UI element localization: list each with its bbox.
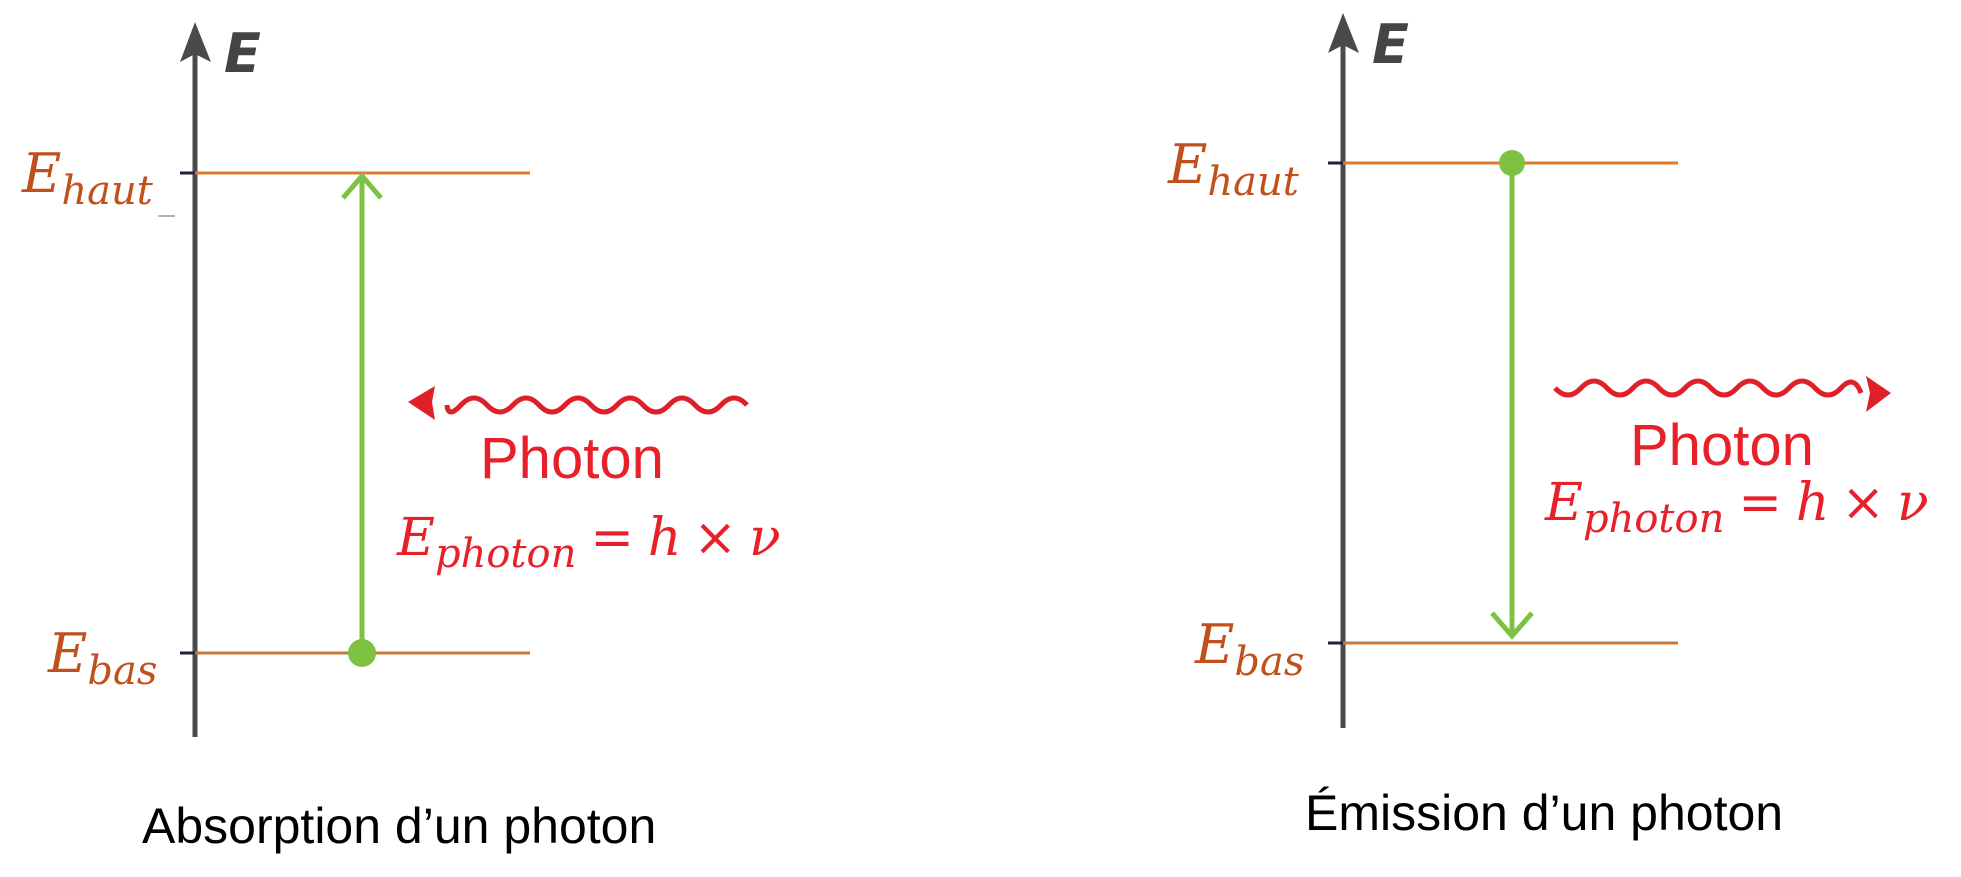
- axis-label: E: [1372, 13, 1409, 76]
- axis-arrow-icon: [180, 22, 211, 62]
- electron-dot: [1499, 150, 1525, 176]
- wavy-arrow-icon: [1553, 378, 1864, 398]
- arrow-down-icon: [1490, 611, 1534, 640]
- emission-diagram: E Ehaut Ebas Photon Ephoton=h×ν Émission…: [1167, 13, 1929, 841]
- level-label-low: Ebas: [47, 622, 157, 694]
- wavy-arrow-icon: [444, 395, 749, 415]
- photon-incoming: Photon Ephoton=h×ν: [396, 386, 781, 577]
- transition-up-arrow: [341, 172, 383, 667]
- photon-energy-formula: Ephoton=h×ν: [1544, 473, 1929, 542]
- energy-level-low: Ebas: [47, 622, 530, 694]
- caption-absorption: Absorption d’un photon: [142, 798, 656, 854]
- energy-level-high: Ehaut: [1167, 133, 1678, 205]
- axis-arrow-icon: [1328, 13, 1359, 53]
- photon-label: Photon: [480, 426, 664, 491]
- level-label-high: Ehaut: [21, 142, 154, 214]
- photon-outgoing: Photon Ephoton=h×ν: [1544, 376, 1929, 542]
- transition-down-arrow: [1490, 150, 1534, 640]
- energy-level-high: Ehaut: [21, 142, 530, 217]
- electron-dot: [348, 639, 376, 667]
- caption-emission: Émission d’un photon: [1305, 785, 1783, 841]
- arrow-up-icon: [341, 172, 383, 200]
- energy-axis: E: [180, 22, 261, 737]
- level-label-high: Ehaut: [1167, 133, 1300, 205]
- level-label-low: Ebas: [1194, 613, 1304, 685]
- absorption-diagram: E Ehaut Ebas Photon Ephoton=h×ν Absorp: [21, 22, 781, 854]
- energy-level-low: Ebas: [1194, 613, 1678, 685]
- photon-energy-formula: Ephoton=h×ν: [396, 508, 781, 577]
- photon-label: Photon: [1630, 413, 1814, 478]
- axis-label: E: [224, 22, 261, 85]
- energy-axis: E: [1328, 13, 1409, 728]
